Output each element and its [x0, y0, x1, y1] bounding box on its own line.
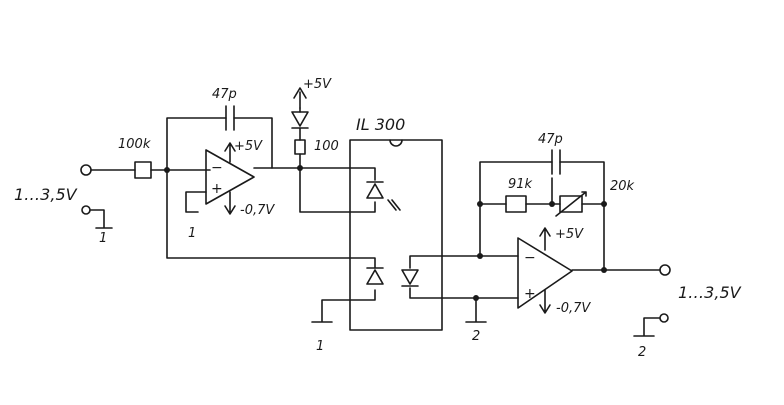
- capacitor-47p-2-label: 47p: [538, 132, 563, 147]
- il300-pd1-ground: [311, 299, 351, 323]
- opamp1-vplus-arrow: [224, 142, 236, 163]
- opamp-1-minus: −: [211, 160, 223, 176]
- il300-ground1-label: 1: [316, 339, 324, 354]
- resistor-100k: [134, 161, 152, 179]
- output-ground-2: [633, 313, 669, 337]
- il300-label: IL 300: [356, 115, 405, 134]
- il300-photodiode-2: [401, 269, 419, 287]
- il300-led-wires: [349, 167, 376, 213]
- resistor-100k-label: 100k: [118, 137, 151, 152]
- opamp1-vminus-label: -0,7V: [240, 203, 275, 218]
- resistor-91k: [505, 195, 527, 213]
- opamp2-ground: [465, 297, 487, 323]
- output-terminal: [659, 264, 671, 276]
- trimmer-20k-label: 20k: [610, 179, 635, 194]
- input-voltage-label: 1…3,5V: [14, 185, 78, 204]
- wire-feedback-photodiode: [166, 169, 351, 259]
- opamp1-ground-label: 1: [188, 226, 196, 241]
- capacitor-47p-1: [225, 105, 235, 131]
- input-ground-label: 1: [99, 231, 107, 246]
- il300-package: [349, 139, 443, 331]
- supply-top-label: +5V: [303, 77, 332, 92]
- capacitor-47p-1-label: 47p: [212, 87, 237, 102]
- opamp-1: [205, 149, 255, 205]
- opamp-1-plus: +: [211, 181, 223, 197]
- opamp2-ground-label: 2: [472, 329, 480, 344]
- il300-pd2-wires: [409, 255, 443, 299]
- il300-photodiode-1: [366, 267, 384, 285]
- opamp2-vplus-arrow: [539, 227, 551, 251]
- opamp1-vminus-arrow: [224, 191, 236, 215]
- opamp2-vminus-label: -0,7V: [556, 301, 591, 316]
- resistor-100: [294, 139, 306, 155]
- opamp2-vminus-arrow: [539, 289, 551, 314]
- wire-led-return: [299, 153, 351, 213]
- input-terminal: [80, 164, 92, 176]
- capacitor-47p-2: [551, 149, 561, 175]
- il300-led: [366, 181, 401, 211]
- opamp-2-plus: +: [524, 286, 536, 302]
- wire-feedback-2-cap: [479, 161, 605, 271]
- output-voltage-label: 1…3,5V: [678, 283, 742, 302]
- wire-opamp1-plus-gnd: [185, 191, 207, 213]
- resistor-91k-label: 91k: [508, 177, 533, 192]
- led-diode: [291, 107, 309, 129]
- opamp2-vplus-label: +5V: [555, 227, 584, 242]
- output-ground-label: 2: [638, 345, 646, 360]
- input-ground-1: [81, 205, 113, 229]
- resistor-100-label: 100: [314, 139, 339, 154]
- il300-pd1-wires: [349, 257, 376, 301]
- wire-feedback-1: [166, 117, 273, 171]
- opamp1-vplus-label: +5V: [234, 139, 263, 154]
- supply-arrow-top: [293, 87, 307, 109]
- opamp-2-minus: −: [524, 250, 536, 266]
